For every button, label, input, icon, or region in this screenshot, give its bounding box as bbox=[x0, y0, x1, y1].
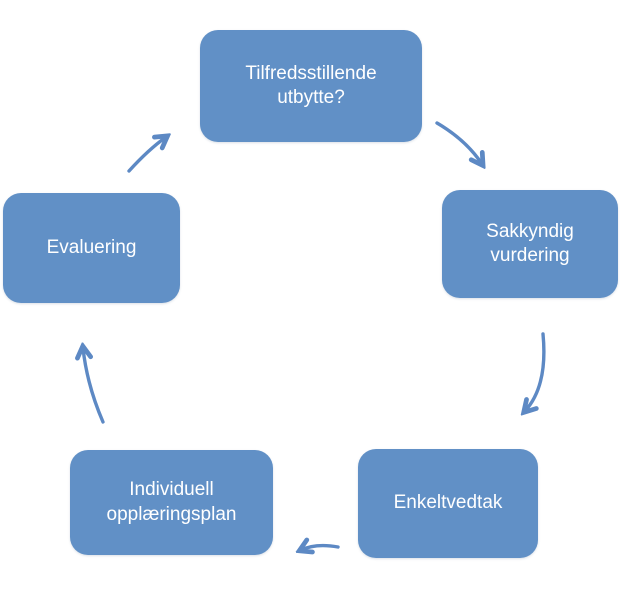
node-tilfredsstillende-utbytte: Tilfredsstillende utbytte? bbox=[200, 30, 422, 142]
node-enkeltvedtak: Enkeltvedtak bbox=[358, 449, 538, 558]
arrow-right-to-bottom-right bbox=[525, 332, 546, 411]
arrow-left-to-top bbox=[127, 137, 166, 173]
node-evaluering: Evaluering bbox=[3, 193, 180, 303]
node-label: Individuell opplæringsplan bbox=[106, 479, 237, 525]
node-label: Tilfredsstillende utbytte? bbox=[245, 62, 377, 108]
node-individuell-opplaeringsplan: Individuell opplæringsplan bbox=[70, 450, 273, 555]
arrow-top-to-right bbox=[435, 121, 482, 164]
arrow-bottom-right-to-bottom-left bbox=[301, 546, 340, 550]
node-sakkyndig-vurdering: Sakkyndig vurdering bbox=[442, 190, 618, 298]
node-label: Evaluering bbox=[46, 236, 137, 258]
node-label: Sakkyndig vurdering bbox=[486, 220, 574, 266]
node-label: Enkeltvedtak bbox=[393, 492, 503, 514]
arrow-bottom-left-to-left bbox=[83, 348, 105, 424]
